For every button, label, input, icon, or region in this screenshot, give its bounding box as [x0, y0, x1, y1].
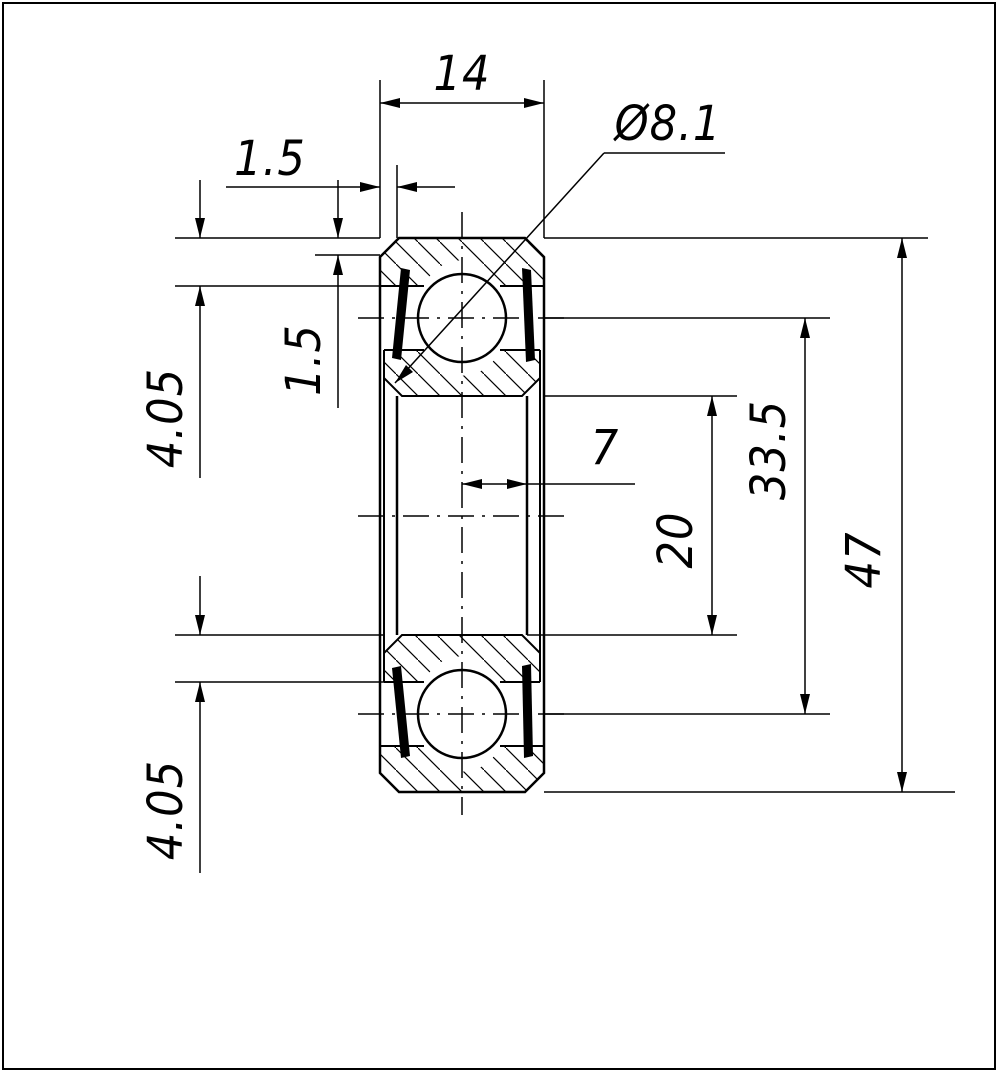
shield-thickness-label: 1.5	[234, 131, 306, 187]
bore-diameter-label: 20	[648, 512, 704, 569]
outer-diameter-label: 47	[836, 532, 892, 589]
ball-diameter-leader: Ø8.1	[394, 96, 725, 384]
pitch-diameter-label: 33.5	[741, 400, 797, 500]
shields	[392, 268, 535, 758]
top-inner-ring-section	[384, 350, 540, 396]
center-lines	[358, 212, 565, 815]
extension-lines	[175, 237, 955, 793]
top-ring-height-dimension: 4.05	[138, 180, 205, 478]
bottom-ring-height-label: 4.05	[138, 760, 194, 860]
top-ring-height-label: 4.05	[138, 368, 194, 468]
bottom-inner-ring-section	[384, 635, 540, 682]
bottom-ring-height-dimension: 4.05	[138, 576, 205, 873]
ball-diameter-label: Ø8.1	[613, 96, 722, 152]
bore-half-label: 7	[591, 420, 619, 476]
shield-offset-label: 1.5	[276, 324, 332, 396]
width-label: 14	[434, 46, 491, 102]
outer-diameter-dimension: 47	[836, 238, 907, 792]
pitch-diameter-dimension: 33.5	[741, 318, 810, 714]
width-dimension: 14	[379, 46, 545, 238]
shield-thickness-dimension: 1.5	[226, 131, 455, 238]
bore-diameter-dimension: 20	[648, 396, 717, 635]
bottom-outer-ring-section	[380, 746, 544, 792]
top-outer-ring-section	[380, 238, 544, 286]
bore-half-dimension: 7	[462, 420, 635, 489]
shield-offset-dimension: 1.5	[276, 180, 343, 408]
